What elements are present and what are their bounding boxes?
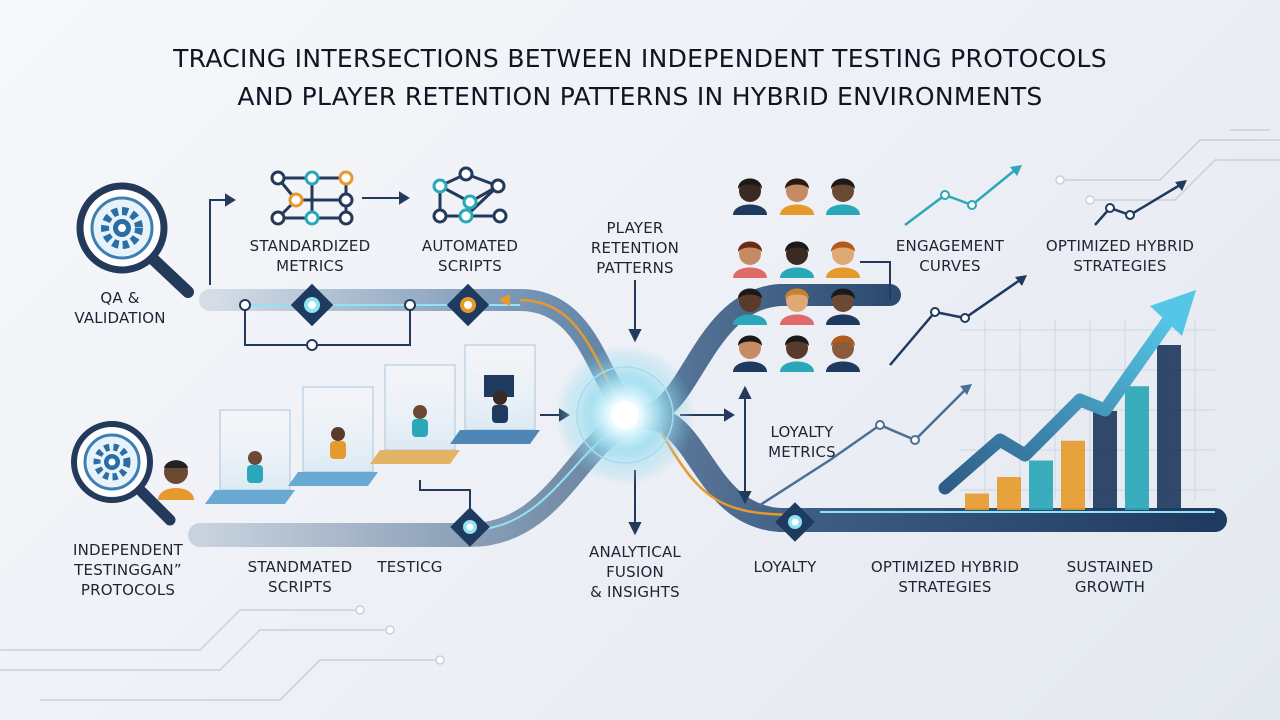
person-avatar-icon [826, 241, 860, 278]
node-diamond-4 [775, 502, 815, 542]
audience-avatar-grid [733, 178, 860, 372]
person-avatar-icon [733, 178, 767, 215]
growth-arrow [938, 290, 1196, 495]
magnifier-gear-icon-lower [71, 421, 176, 526]
magnifier-gear-icon [76, 182, 194, 298]
title-line-1: TRACING INTERSECTIONS BETWEEN INDEPENDEN… [173, 44, 1107, 73]
node-diamond-1 [290, 283, 334, 327]
person-avatar-icon [826, 288, 860, 325]
node-diamond-3 [450, 507, 490, 547]
person-avatar-icon [733, 288, 767, 325]
test-pod-3 [370, 364, 460, 464]
growth-bar-2 [997, 477, 1021, 510]
label-loyalty: LOYALTY [753, 558, 817, 576]
test-pod-1 [205, 409, 295, 504]
engagement-curve-lines [759, 165, 1187, 507]
growth-bar-7 [1157, 345, 1181, 510]
title-line-2: AND PLAYER RETENTION PATTERNS IN HYBRID … [237, 82, 1043, 111]
label-testicg: TESTICG [377, 558, 443, 576]
label-qa-validation: QA &VALIDATION [74, 289, 166, 327]
growth-bar-1 [965, 493, 989, 510]
person-avatar-icon [158, 460, 194, 500]
growth-bar-6 [1125, 386, 1149, 510]
person-avatar-icon [780, 335, 814, 372]
growth-bars [965, 345, 1181, 510]
person-avatar-icon [826, 335, 860, 372]
testing-pods [205, 344, 540, 504]
person-avatar-icon [780, 288, 814, 325]
person-avatar-icon [826, 178, 860, 215]
test-pod-4 [450, 344, 540, 444]
person-avatar-icon [733, 335, 767, 372]
glowing-orb-icon [555, 345, 695, 485]
circuit-lines-decor [0, 129, 1280, 701]
person-avatar-icon [733, 241, 767, 278]
person-avatar-icon [780, 178, 814, 215]
node-network-icon [270, 170, 354, 226]
person-avatar-icon [780, 241, 814, 278]
node-diamond-2 [446, 283, 490, 327]
page-title: TRACING INTERSECTIONS BETWEEN INDEPENDEN… [0, 40, 1280, 116]
growth-bar-4 [1061, 440, 1085, 510]
node-network-icon-2 [432, 166, 508, 224]
track-nodes [290, 283, 815, 547]
growth-bar-5 [1093, 411, 1117, 510]
test-pod-2 [288, 386, 378, 486]
growth-bar-3 [1029, 460, 1053, 510]
